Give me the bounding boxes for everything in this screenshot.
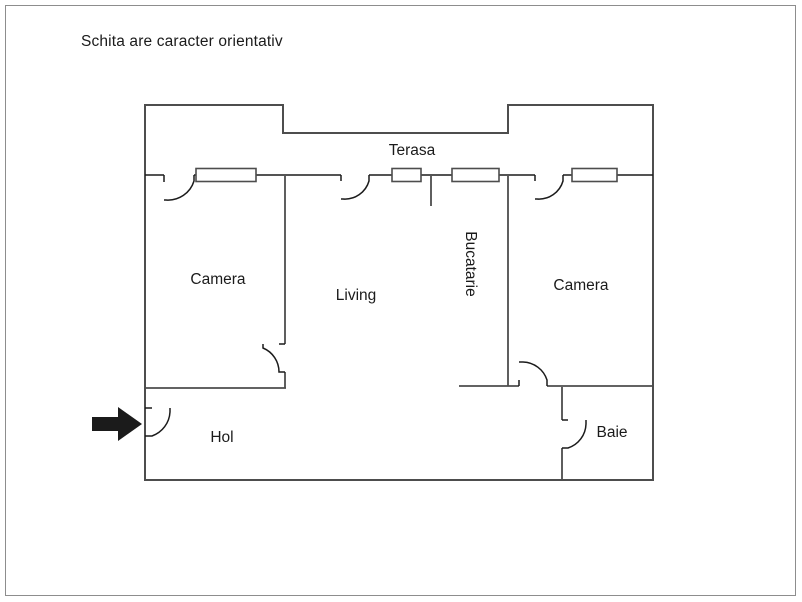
door-camera-left — [163, 175, 195, 201]
room-label-bucatarie: Bucatarie — [462, 231, 479, 297]
door-baie — [562, 419, 587, 449]
entrance-arrow — [92, 407, 142, 441]
window-living — [391, 167, 422, 183]
window-camera-left — [195, 167, 257, 183]
exterior-outline — [144, 104, 654, 481]
room-label-camera-right: Camera — [553, 277, 609, 294]
door-entrance — [145, 407, 171, 437]
room-label-terasa: Terasa — [388, 142, 436, 159]
page-border — [5, 5, 796, 596]
room-label-camera-left: Camera — [190, 271, 246, 288]
room-label-baie: Baie — [596, 424, 628, 441]
interior-partition-walls — [145, 176, 653, 480]
door-camera-right — [534, 175, 564, 200]
window-camera-right — [571, 167, 618, 183]
door-living — [340, 175, 370, 200]
page-title: Schita are caracter orientativ — [81, 33, 283, 50]
room-label-living: Living — [335, 287, 377, 304]
door-living-hol — [262, 343, 285, 373]
doors — [145, 175, 587, 449]
window-bucatarie — [451, 167, 500, 183]
room-label-hol: Hol — [210, 429, 234, 446]
door-bucatarie-hol — [518, 361, 548, 386]
windows — [195, 167, 618, 183]
